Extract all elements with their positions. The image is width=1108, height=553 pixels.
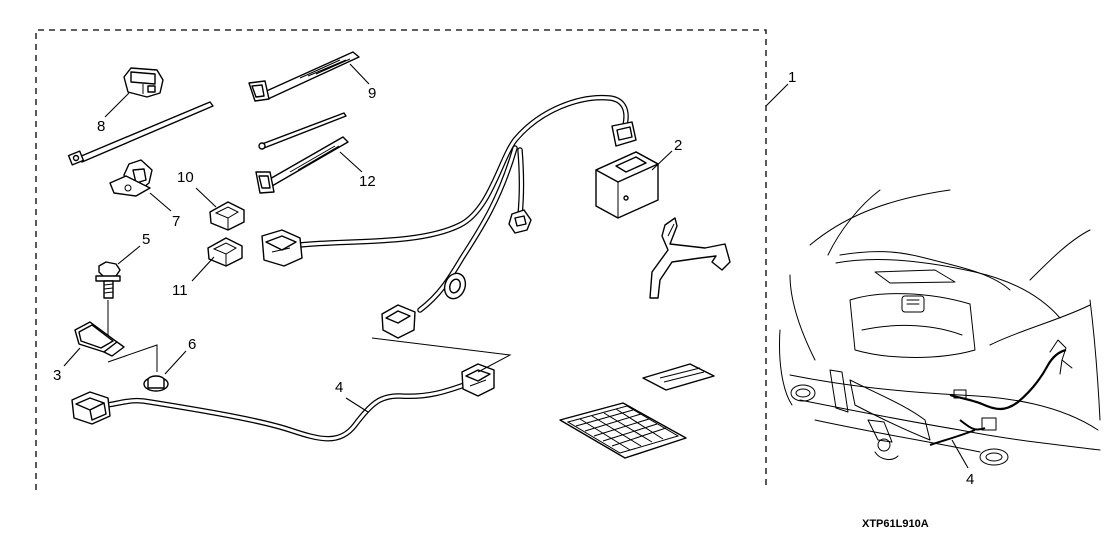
kit-boundary [35, 29, 767, 490]
cable-tie-small [67, 101, 214, 166]
callout-9: 9 [368, 85, 376, 102]
control-unit-2 [595, 151, 659, 219]
leader-3 [63, 347, 81, 367]
nut-6 [143, 375, 169, 392]
assembly-line-3-6 [107, 344, 158, 372]
leader-4 [345, 397, 369, 413]
clip-8 [123, 67, 164, 98]
tie-clamp-9 [248, 51, 360, 102]
leader-2 [651, 150, 673, 171]
callout-10: 10 [177, 169, 194, 186]
tow-harness-4 [71, 363, 495, 442]
leader-vehicle-4 [951, 439, 969, 469]
callout-11: 11 [172, 282, 188, 299]
leader-5 [117, 245, 141, 265]
figure-code: XTP61L910A [862, 518, 929, 530]
callout-1: 1 [788, 69, 796, 86]
callout-3: 3 [53, 367, 61, 384]
leader-1 [765, 83, 789, 107]
main-wire-harness [261, 94, 637, 339]
callout-4: 4 [335, 379, 343, 396]
callout-8: 8 [97, 118, 105, 135]
mounting-bracket [649, 217, 731, 299]
vehicle-rear-view [779, 189, 1101, 466]
callout-6: 6 [188, 336, 196, 353]
callout-vehicle-4: 4 [966, 471, 974, 488]
bracket-3 [74, 321, 125, 357]
callout-7: 7 [172, 213, 180, 230]
clip-10 [209, 201, 245, 231]
leader-6 [164, 350, 187, 375]
cable-tie-thin [258, 112, 347, 150]
leader-10 [195, 187, 217, 208]
leader-7 [149, 192, 172, 212]
tie-clamp-12 [255, 136, 349, 194]
callout-12: 12 [359, 173, 376, 190]
connection-line [371, 337, 512, 373]
leader-11 [191, 256, 215, 282]
clip-11 [207, 237, 243, 267]
leader-9 [349, 63, 370, 85]
template-sheet [559, 402, 687, 459]
callout-5: 5 [142, 231, 150, 248]
callout-2: 2 [674, 137, 682, 154]
bolt-5 [95, 261, 121, 299]
leader-8 [104, 92, 130, 118]
instruction-sheet [642, 363, 715, 391]
clip-7 [109, 159, 153, 197]
leader-12 [339, 151, 363, 173]
